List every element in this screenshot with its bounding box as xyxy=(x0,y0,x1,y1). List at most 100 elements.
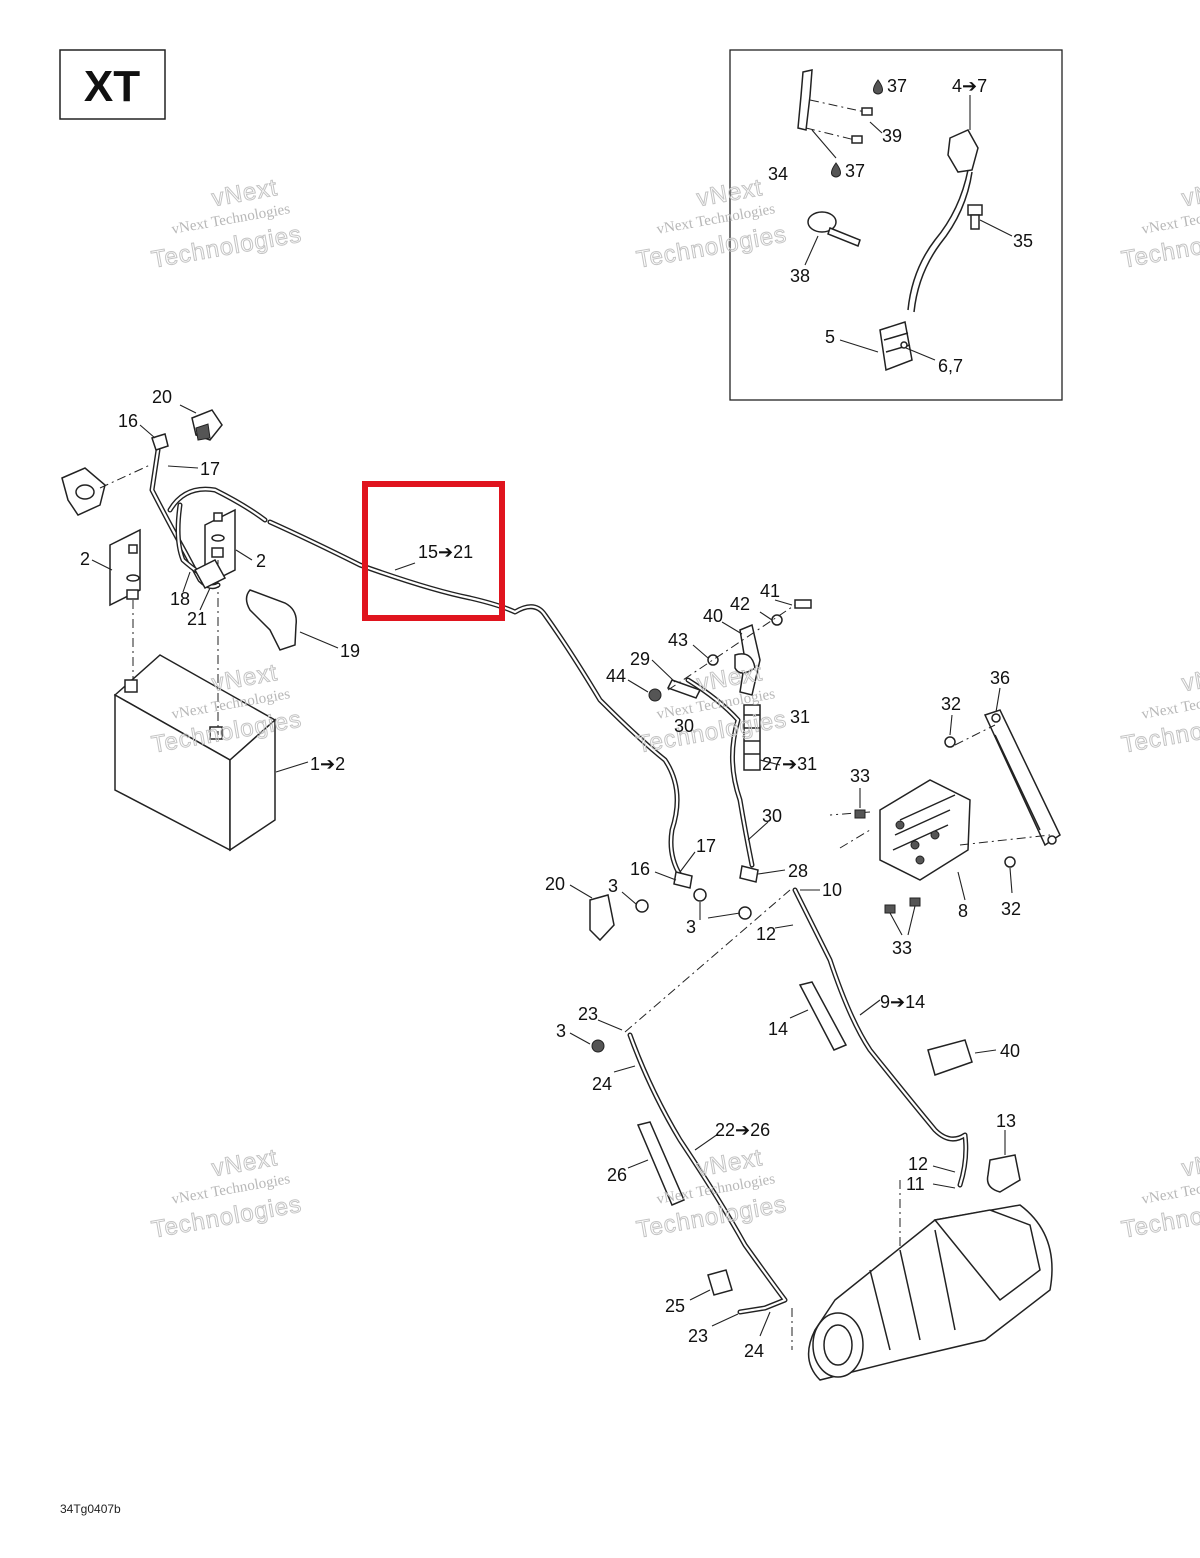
nut-3-low xyxy=(591,1039,605,1053)
callout-labels: 37 39 37 34 4➔7 35 38 5 6,7 20 16 17 2 2… xyxy=(80,76,1033,1361)
boot-20-mid xyxy=(589,894,615,942)
cap-13 xyxy=(986,1154,1021,1193)
terminal-16-top xyxy=(151,433,169,451)
watermarks: vNext Technologies vNext Technologies vN… xyxy=(149,174,1200,1245)
callout-1-2[interactable]: 1➔2 xyxy=(310,754,345,774)
callout-2-right[interactable]: 2 xyxy=(256,551,266,571)
sleeve-14 xyxy=(798,981,848,1051)
callout-40-low[interactable]: 40 xyxy=(1000,1041,1020,1061)
watermark-line2: vNext xyxy=(1180,659,1200,697)
leader-lines xyxy=(91,95,1013,1337)
callout-38[interactable]: 38 xyxy=(790,266,810,286)
callout-20-top[interactable]: 20 xyxy=(152,387,172,407)
callout-12-low[interactable]: 12 xyxy=(908,1154,928,1174)
callout-2-left[interactable]: 2 xyxy=(80,549,90,569)
bracket-34 xyxy=(797,69,866,141)
screw-39 xyxy=(851,107,873,144)
inset-frame xyxy=(729,49,1063,401)
callout-37b[interactable]: 37 xyxy=(845,161,865,181)
callout-41[interactable]: 41 xyxy=(760,581,780,601)
callout-11[interactable]: 11 xyxy=(906,1174,925,1194)
callout-33-top[interactable]: 33 xyxy=(850,766,870,786)
terminals-16-28 xyxy=(635,865,759,920)
callout-30-mid[interactable]: 30 xyxy=(762,806,782,826)
callout-39[interactable]: 39 xyxy=(882,126,902,146)
callout-34[interactable]: 34 xyxy=(768,164,788,184)
callout-43[interactable]: 43 xyxy=(668,630,688,650)
callout-36[interactable]: 36 xyxy=(990,668,1010,688)
callout-21[interactable]: 21 xyxy=(187,609,207,629)
callout-27-31[interactable]: 27➔31 xyxy=(762,754,817,774)
cable-9-14 xyxy=(792,887,969,1188)
cover-40-low xyxy=(927,1039,973,1076)
callout-3-lower[interactable]: 3 xyxy=(686,917,696,937)
callout-26[interactable]: 26 xyxy=(607,1165,627,1185)
sensor-4-7 xyxy=(907,129,979,313)
callout-14[interactable]: 14 xyxy=(768,1019,788,1039)
callout-22-26[interactable]: 22➔26 xyxy=(715,1120,770,1140)
callout-13[interactable]: 13 xyxy=(996,1111,1016,1131)
bolt-35 xyxy=(967,204,983,230)
callout-15-21[interactable]: 15➔21 xyxy=(418,542,473,562)
starter-motor xyxy=(807,1204,1053,1381)
boot-20-top xyxy=(191,409,223,441)
cable-27-31 xyxy=(685,677,755,868)
clamp-18-21 xyxy=(193,559,227,589)
sleeve-26 xyxy=(636,1121,685,1206)
solenoid-8 xyxy=(879,779,971,881)
bolts-41-44 xyxy=(648,599,812,702)
callout-16-mid[interactable]: 16 xyxy=(630,859,650,879)
callout-5[interactable]: 5 xyxy=(825,327,835,347)
callout-20-mid[interactable]: 20 xyxy=(545,874,565,894)
callout-18[interactable]: 18 xyxy=(170,589,190,609)
callout-19[interactable]: 19 xyxy=(340,641,360,661)
highlight-box[interactable] xyxy=(362,481,505,621)
callout-40-top[interactable]: 40 xyxy=(703,606,723,626)
callout-12-mid[interactable]: 12 xyxy=(756,924,776,944)
callout-23-top[interactable]: 23 xyxy=(578,1004,598,1024)
callout-25[interactable]: 25 xyxy=(665,1296,685,1316)
callout-3-mid[interactable]: 3 xyxy=(608,876,618,896)
callout-32-top[interactable]: 32 xyxy=(941,694,961,714)
callout-17-mid[interactable]: 17 xyxy=(696,836,716,856)
sleeve-31 xyxy=(743,704,761,771)
callout-9-14[interactable]: 9➔14 xyxy=(880,992,925,1012)
callout-10[interactable]: 10 xyxy=(822,880,842,900)
tie-38 xyxy=(807,211,861,247)
callout-24-low[interactable]: 24 xyxy=(744,1341,764,1361)
callout-30-top[interactable]: 30 xyxy=(674,716,694,736)
callout-4-7[interactable]: 4➔7 xyxy=(952,76,987,96)
callout-44[interactable]: 44 xyxy=(606,666,626,686)
callout-42[interactable]: 42 xyxy=(730,594,750,614)
connector-5 xyxy=(879,321,913,372)
callout-28[interactable]: 28 xyxy=(788,861,808,881)
variant-label: XT xyxy=(84,62,140,111)
callout-24-top[interactable]: 24 xyxy=(592,1074,612,1094)
drawing-code: 34Tg0407b xyxy=(60,1502,121,1516)
callout-8[interactable]: 8 xyxy=(958,901,968,921)
callout-16-top[interactable]: 16 xyxy=(118,411,138,431)
callout-33-lower[interactable]: 33 xyxy=(892,938,912,958)
battery-1-2 xyxy=(113,654,277,852)
callout-17-top[interactable]: 17 xyxy=(200,459,220,479)
callout-3-low[interactable]: 3 xyxy=(556,1021,566,1041)
cable-22-26 xyxy=(627,1032,788,1315)
callout-32-lower[interactable]: 32 xyxy=(1001,899,1021,919)
variant-label-box: XT xyxy=(59,49,166,120)
callout-31[interactable]: 31 xyxy=(790,707,810,727)
callout-6-7[interactable]: 6,7 xyxy=(938,356,963,376)
bracket-2-left xyxy=(109,528,141,607)
callout-29[interactable]: 29 xyxy=(630,649,650,669)
callout-37a[interactable]: 37 xyxy=(887,76,907,96)
bracket-2-right xyxy=(204,508,236,587)
callout-35[interactable]: 35 xyxy=(1013,231,1033,251)
boot-25 xyxy=(707,1269,733,1296)
plate-36 xyxy=(983,709,1061,847)
callout-23-low[interactable]: 23 xyxy=(688,1326,708,1346)
drop-icon-37a xyxy=(873,79,883,95)
watermark-line2: vNext xyxy=(1180,1144,1200,1182)
cover-19 xyxy=(245,589,298,651)
watermark-line2: vNext xyxy=(1180,174,1200,212)
